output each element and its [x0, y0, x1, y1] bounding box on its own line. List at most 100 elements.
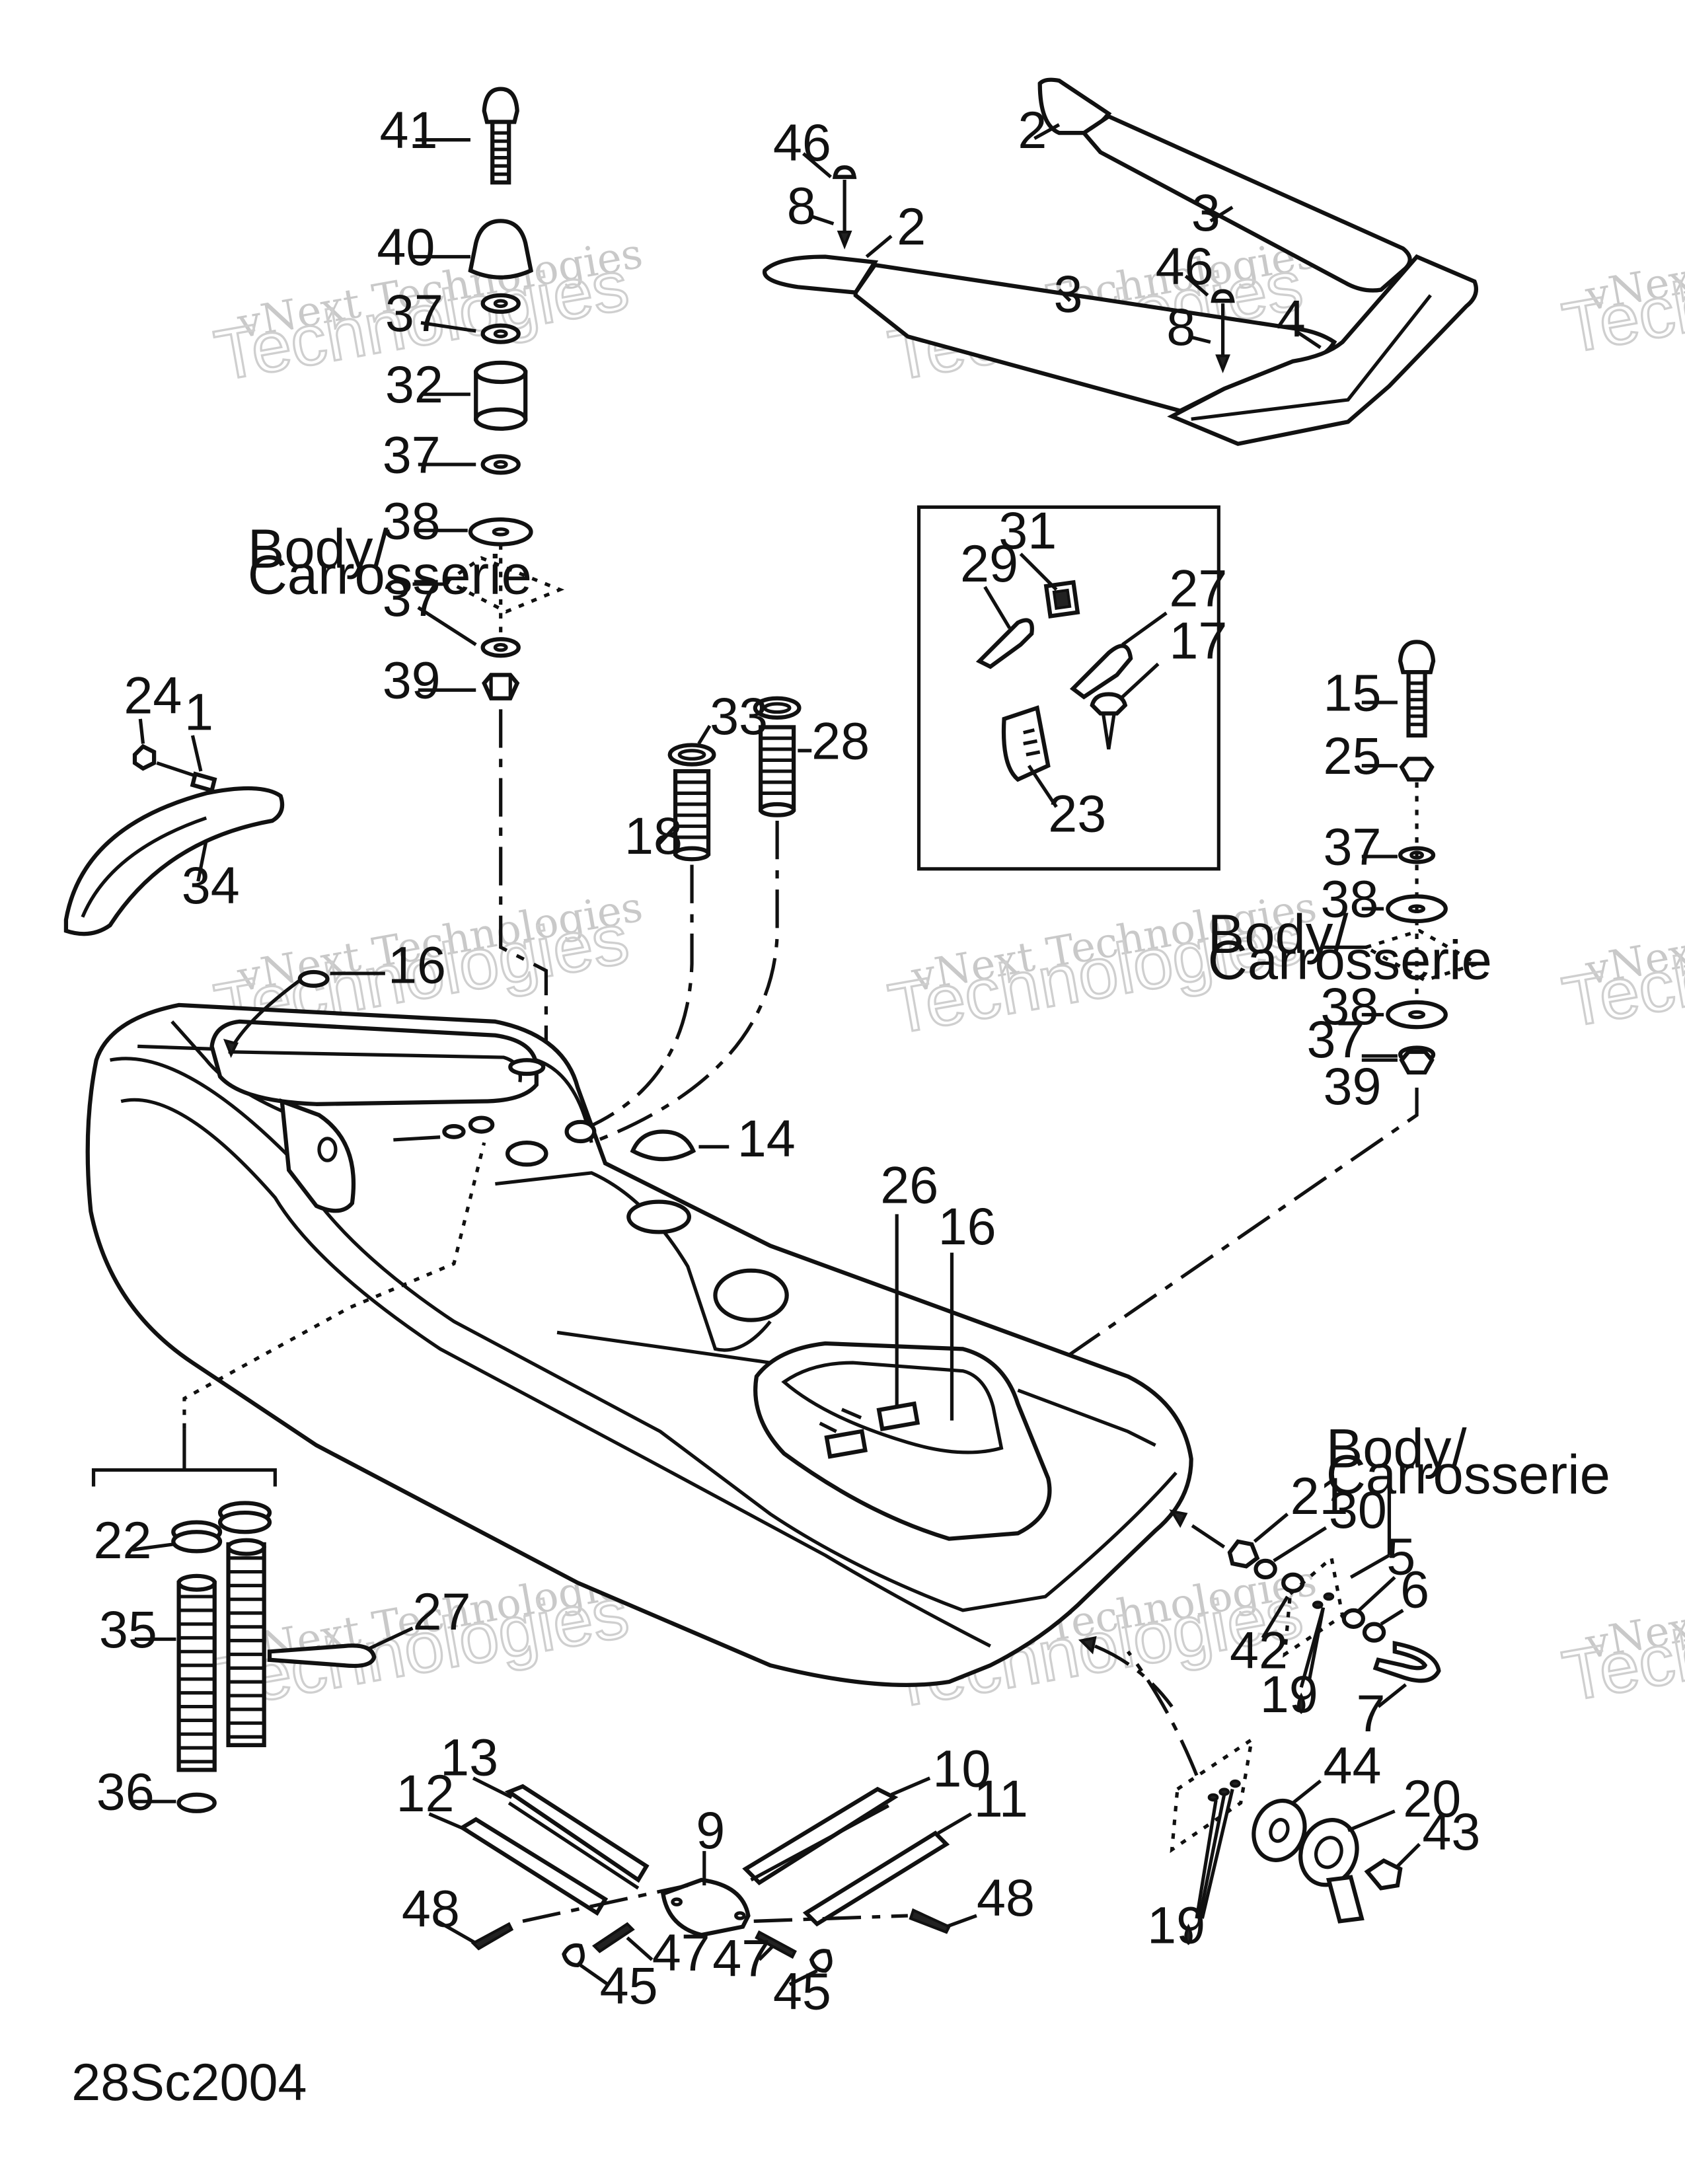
tie-27a: [1069, 644, 1133, 700]
callout-19b: 19: [1147, 1896, 1205, 1955]
callout-27b: 27: [412, 1582, 470, 1641]
callout-8b: 8: [1166, 297, 1195, 356]
callout-23: 23: [1048, 784, 1106, 843]
callout-10: 10: [932, 1739, 991, 1797]
callout-2b: 2: [897, 197, 926, 256]
callout-4: 4: [1277, 289, 1306, 348]
nut-25: [1399, 757, 1435, 782]
washer-37a: [480, 293, 521, 314]
vent-hole-c: [564, 1119, 597, 1144]
nut-21: [1227, 1539, 1260, 1569]
callout-41: 41: [380, 100, 438, 159]
screw-47b: [755, 1930, 797, 1959]
connector-26b: [824, 1429, 868, 1459]
callout-22: 22: [94, 1511, 152, 1569]
hull-bracket: [280, 1098, 356, 1213]
carrosserie-label-drain: Carrosserie: [1326, 1444, 1610, 1505]
rail-10: [742, 1786, 899, 1885]
callout-29: 29: [960, 534, 1018, 593]
callout-leaders: [131, 123, 1421, 1986]
hull-body: [85, 1002, 1193, 1687]
grommet-16a: [297, 969, 330, 988]
nut-24: [132, 743, 157, 771]
vent-hole-e: [442, 1124, 466, 1139]
callout-15: 15: [1324, 663, 1382, 722]
callout-44: 44: [1324, 1736, 1382, 1795]
callout-8a: 8: [787, 176, 816, 235]
svg-text:Technologies: Technologies: [1557, 217, 1685, 368]
cap-45b: [809, 1949, 833, 1973]
body-plate-left: [443, 556, 565, 614]
callout-38c: 38: [1320, 977, 1378, 1036]
carrosserie-label-left: Carrosserie: [248, 545, 532, 606]
tie-29: [975, 618, 1034, 669]
pin-8b: [1215, 354, 1230, 373]
callout-45a: 45: [600, 1956, 658, 2015]
grommet-28: [753, 696, 802, 720]
washer-38c: [1386, 1000, 1448, 1030]
svg-text:Technologies: Technologies: [1557, 891, 1685, 1042]
washer-30: [1254, 1558, 1277, 1580]
callout-11: 11: [974, 1769, 1028, 1828]
callout-30: 30: [1329, 1480, 1387, 1539]
inset-frame: [917, 505, 1220, 871]
callout-47a: 47: [652, 1923, 710, 1982]
callout-32: 32: [385, 355, 443, 414]
glovebox-opening: [209, 1019, 539, 1106]
vent-hole-d: [468, 1115, 495, 1134]
cap-45a: [562, 1943, 585, 1968]
drain-plug-20: [1298, 1818, 1359, 1887]
grab-handle: [63, 743, 285, 936]
spacer-32: [474, 360, 528, 431]
rivet-1: [190, 771, 217, 794]
callout-35: 35: [99, 1600, 157, 1659]
strip-11: [802, 1830, 950, 1927]
bolt-15: [1398, 640, 1436, 675]
callout-3a: 3: [1191, 183, 1220, 242]
plug-14: [630, 1129, 696, 1162]
callout-37e: 37: [1307, 1010, 1365, 1069]
washer-5: [1341, 1608, 1366, 1629]
callout-16a: 16: [388, 936, 446, 995]
nut-39b: [1399, 1049, 1435, 1075]
callout-9: 9: [696, 1801, 725, 1860]
callout-27a: 27: [1169, 558, 1227, 617]
callout-numbers: 41 40 37 32 37 38 Body/ Carrosserie 37 3…: [94, 100, 1610, 2020]
mount-stack-right: [1016, 640, 1482, 1392]
callout-17: 17: [1169, 611, 1227, 669]
steering-opening: [713, 1268, 789, 1322]
callout-12: 12: [396, 1764, 455, 1823]
seat-covers: [763, 77, 1478, 446]
grommet-33: [667, 743, 716, 767]
callout-46a: 46: [773, 113, 831, 172]
connector-26a: [876, 1401, 920, 1432]
washer-42: [1281, 1572, 1305, 1593]
hose-35a: [176, 1581, 217, 1772]
callout-13: 13: [440, 1728, 498, 1787]
callout-6: 6: [1400, 1560, 1429, 1619]
callout-14: 14: [737, 1109, 796, 1168]
screw-17: [1090, 692, 1128, 716]
washer-38a: [468, 517, 533, 546]
washer-37d: [480, 637, 521, 658]
nut-39a: [482, 673, 520, 700]
cap-46a: [832, 165, 857, 179]
bolt-41: [482, 87, 519, 185]
callout-2a: 2: [1018, 100, 1047, 159]
callout-25: 25: [1324, 726, 1382, 785]
callout-21: 21: [1291, 1466, 1349, 1525]
cap-46b: [1211, 289, 1235, 303]
screw-47a: [591, 1922, 635, 1953]
screw-43: [1364, 1858, 1403, 1891]
svg-text:Technologies: Technologies: [1557, 1565, 1685, 1716]
callout-45b: 45: [773, 1962, 831, 2021]
tie-27b: [267, 1643, 377, 1669]
washer-6: [1362, 1622, 1386, 1643]
vent-hole-b: [506, 1140, 548, 1167]
callout-7: 7: [1356, 1684, 1385, 1743]
bumper-40: [468, 219, 534, 280]
mount-stack-left: [443, 87, 565, 1088]
vent-hoses: [577, 696, 802, 1145]
